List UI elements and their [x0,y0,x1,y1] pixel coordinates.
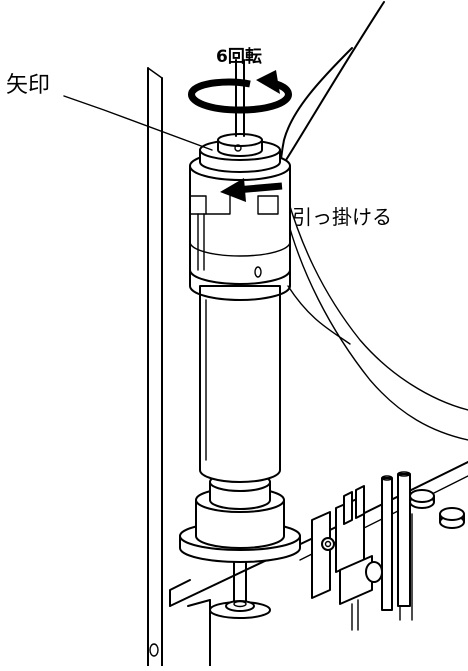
sleeve-hole [254,266,262,278]
arrow-mark-leader [63,95,213,151]
frame-left [147,67,163,667]
lower-shaft [209,557,271,619]
plate-bolts [409,489,465,529]
hook-arrow-icon [220,178,283,202]
label-hook: 引っ掛ける [292,205,392,229]
frame-bolt [149,643,159,657]
rotation-arrow-icon [188,70,292,114]
cylinder-body [189,267,291,483]
lower-collar [179,472,301,563]
clamp-assembly [311,471,411,631]
label-arrow-mark: 矢印 [6,73,50,98]
label-rotation: 6回転 [216,46,262,67]
top-cap [199,59,281,173]
cap-mark [234,144,242,152]
